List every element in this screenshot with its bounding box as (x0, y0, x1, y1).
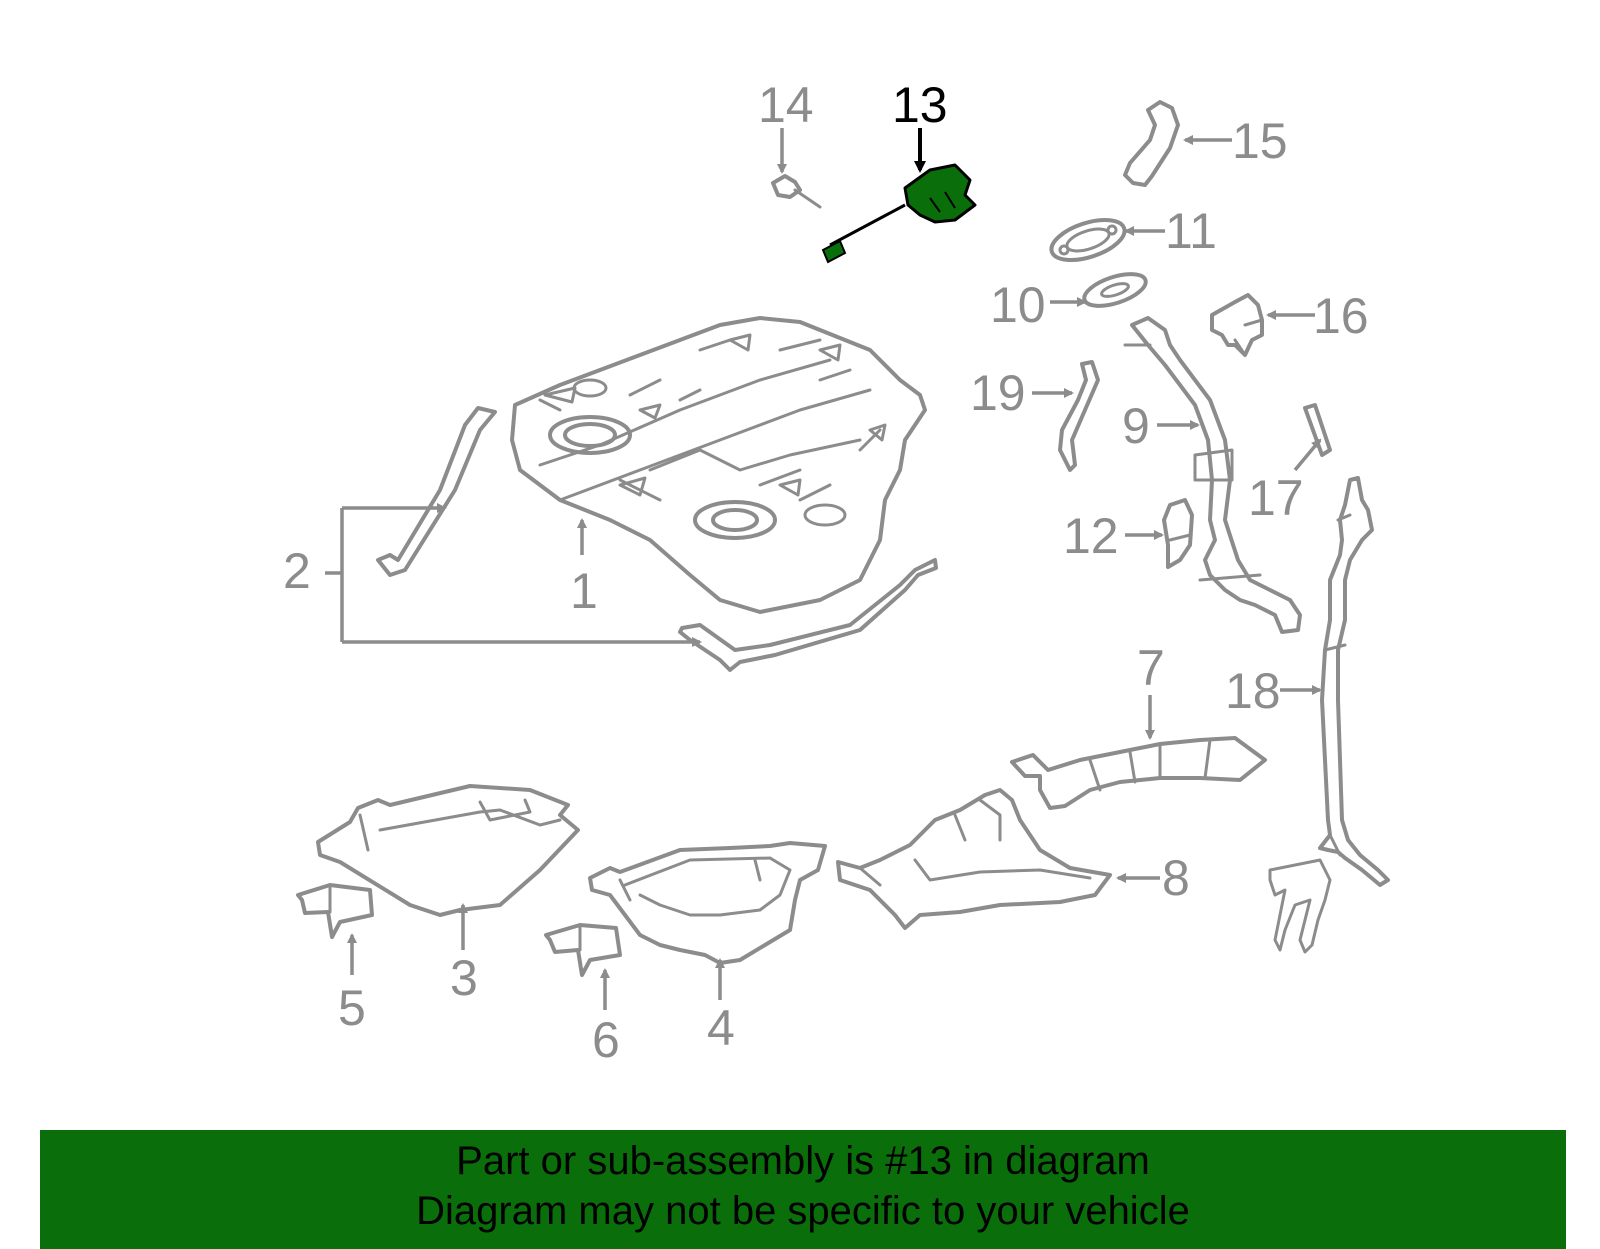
valve-16-part (1210, 293, 1264, 357)
callout-16: 16 (1313, 288, 1369, 344)
bracket-5-part (296, 883, 374, 939)
callout-8: 8 (1162, 850, 1190, 906)
callout-18: 18 (1225, 663, 1281, 719)
heat-shield-3-part (316, 784, 580, 917)
banner-line-part-number: Part or sub-assembly is #13 in diagram (456, 1139, 1150, 1183)
callout-10: 10 (990, 277, 1046, 333)
callout-5: 5 (338, 980, 366, 1036)
gasket-11-part (1049, 218, 1127, 262)
callout-15: 15 (1232, 113, 1288, 169)
callout-17: 17 (1248, 470, 1304, 526)
bolt-14-part (771, 174, 822, 209)
parts-diagram: 1 2 3 4 5 6 7 8 9 10 11 12 13 14 15 16 1… (283, 77, 1390, 1068)
callout-19: 19 (970, 365, 1026, 421)
callout-11: 11 (1165, 203, 1217, 259)
banner-line-disclaimer: Diagram may not be specific to your vehi… (416, 1189, 1190, 1233)
callout-12: 12 (1063, 508, 1119, 564)
callout-13: 13 (892, 77, 948, 133)
bracket-6-part (544, 923, 622, 977)
clip-17-part (1303, 403, 1332, 457)
filler-neck-9-part (1123, 316, 1302, 634)
bracket-12-part (1162, 498, 1194, 569)
callout-14: 14 (758, 77, 814, 133)
callout-9: 9 (1122, 398, 1150, 454)
leader-lines (325, 128, 1322, 1010)
shield-8-part (836, 788, 1112, 930)
info-banner: Part or sub-assembly is #13 in diagram D… (40, 1130, 1566, 1249)
callout-labels: 1 2 3 4 5 6 7 8 9 10 11 12 13 14 15 16 1… (283, 77, 1369, 1068)
shield-7-part (1010, 736, 1267, 810)
callout-2: 2 (283, 543, 311, 599)
gasket-10-part (1082, 272, 1148, 308)
fuel-cap-13-part (821, 163, 977, 264)
callout-4: 4 (707, 1000, 735, 1056)
hose-15-part (1123, 100, 1180, 187)
hose-19-part (1058, 360, 1100, 472)
tank-strap-part (376, 406, 938, 672)
heat-shield-4-part (588, 841, 827, 965)
fuel-tank-part (510, 316, 927, 614)
fuel-lines-18-part (1268, 476, 1390, 954)
callout-1: 1 (570, 563, 598, 619)
callout-6: 6 (592, 1012, 620, 1068)
callout-3: 3 (450, 950, 478, 1006)
callout-7: 7 (1137, 640, 1165, 696)
